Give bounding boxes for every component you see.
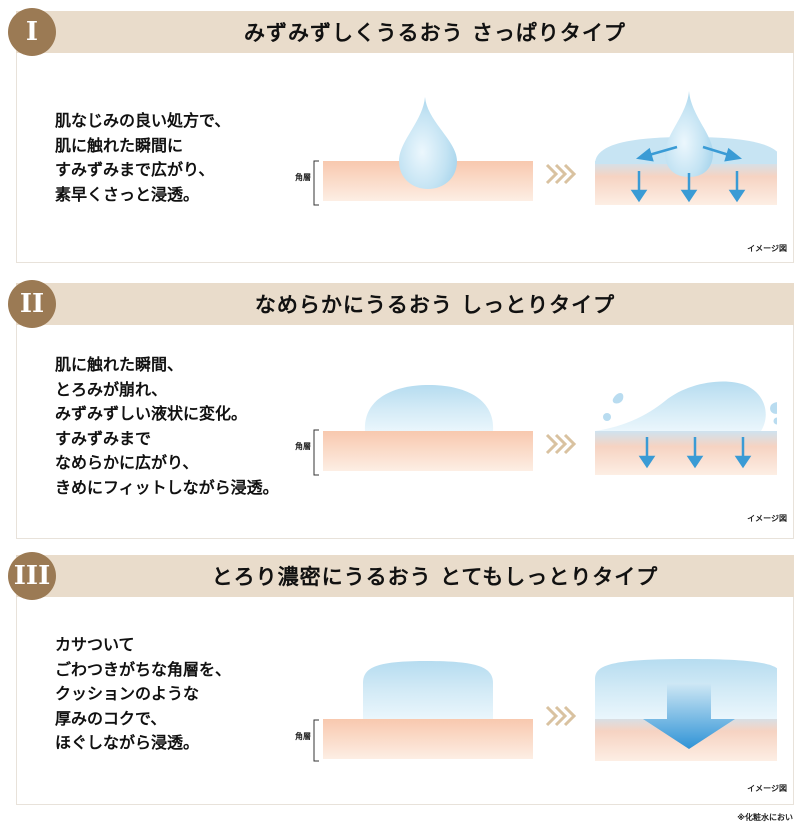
layer-bracket bbox=[313, 160, 319, 206]
panel-2-illustration: 角層 bbox=[295, 381, 777, 476]
panel-3-header: III とろり濃密にうるおう とてもしっとりタイプ bbox=[8, 552, 794, 600]
panel-2-line: なめらかに広がり、 bbox=[55, 453, 199, 472]
panel-2-line: とろみが崩れ、 bbox=[55, 379, 168, 399]
panel-1-title: みずみずしくうるおう さっぱりタイプ bbox=[244, 21, 626, 45]
gel-blob bbox=[364, 385, 494, 431]
thick-gel bbox=[363, 661, 493, 719]
panel-3-line: ほぐしながら浸透。 bbox=[55, 733, 200, 752]
water-drop bbox=[665, 91, 713, 177]
footnote: ※化粧水におい bbox=[737, 813, 793, 822]
layer-label: 角層 bbox=[295, 441, 311, 451]
panel-2-caption: イメージ図 bbox=[747, 514, 787, 523]
panel-3-line: 厚みのコクで、 bbox=[55, 708, 167, 728]
panel-3-body: カサついて ごわつきがちな角層を、 クッションのような 厚みのコクで、 ほぐしな… bbox=[16, 597, 794, 805]
splash-droplet bbox=[612, 393, 624, 404]
panel-1-line: 肌に触れた瞬間に bbox=[55, 135, 184, 155]
penetrate-arrows bbox=[638, 437, 752, 469]
splash-droplet bbox=[603, 413, 611, 421]
panel-2-line: きめにフィットしながら浸透。 bbox=[55, 477, 279, 497]
panel-1-description: 肌なじみの良い処方で、 肌に触れた瞬間に すみずみまで広がり、 素早くさっと浸透… bbox=[55, 109, 230, 207]
panel-3-line: ごわつきがちな角層を、 bbox=[55, 659, 232, 679]
panel-2-line: 肌に触れた瞬間、 bbox=[55, 355, 184, 374]
panel-2-line: みずみずしい液状に変化。 bbox=[55, 404, 248, 423]
layer-label: 角層 bbox=[295, 172, 311, 182]
spread-arrows bbox=[630, 145, 746, 203]
panel-1-numeral: I bbox=[8, 8, 56, 56]
panel-1-line: すみずみまで広がり、 bbox=[55, 160, 215, 179]
panel-2-header: II なめらかにうるおう しっとりタイプ bbox=[8, 280, 794, 328]
liquid-wave bbox=[595, 381, 766, 431]
splash-droplet bbox=[770, 402, 777, 414]
skin-layer bbox=[323, 431, 533, 471]
panel-2: II なめらかにうるおう しっとりタイプ 肌に触れた瞬間、 とろみが崩れ、 みず… bbox=[8, 280, 794, 539]
panel-3-description: カサついて ごわつきがちな角層を、 クッションのような 厚みのコクで、 ほぐしな… bbox=[55, 633, 231, 756]
panel-3-numeral: III bbox=[8, 552, 56, 600]
panel-2-line: すみずみまで bbox=[55, 428, 152, 448]
panel-1-caption: イメージ図 bbox=[747, 244, 787, 253]
splash-droplet bbox=[773, 417, 777, 425]
panel-1-illustration: 角層 bbox=[295, 91, 777, 206]
layer-bracket bbox=[313, 429, 319, 476]
panel-3-line: カサついて bbox=[55, 635, 135, 654]
arrow-down-icon bbox=[643, 683, 735, 749]
layer-bracket bbox=[313, 719, 319, 762]
panel-1-line: 素早くさっと浸透。 bbox=[55, 184, 200, 204]
panel-3-illustration: 角層 bbox=[295, 659, 777, 762]
panel-3-caption: イメージ図 bbox=[747, 784, 787, 793]
panel-2-title: なめらかにうるおう しっとりタイプ bbox=[254, 293, 616, 317]
skin-layer-wet bbox=[595, 431, 777, 475]
chevron-right-icon bbox=[545, 705, 577, 727]
panel-2-numeral: II bbox=[8, 280, 56, 328]
water-drop bbox=[399, 97, 457, 189]
panel-2-description: 肌に触れた瞬間、 とろみが崩れ、 みずみずしい液状に変化。 すみずみまで なめら… bbox=[55, 353, 279, 500]
panel-2-body: 肌に触れた瞬間、 とろみが崩れ、 みずみずしい液状に変化。 すみずみまで なめら… bbox=[16, 325, 794, 539]
panel-1-body: 肌なじみの良い処方で、 肌に触れた瞬間に すみずみまで広がり、 素早くさっと浸透… bbox=[16, 53, 794, 263]
panel-1-header: I みずみずしくうるおう さっぱりタイプ bbox=[8, 8, 794, 56]
panel-1-line: 肌なじみの良い処方で、 bbox=[55, 111, 231, 130]
layer-label: 角層 bbox=[295, 731, 311, 741]
panel-1: I みずみずしくうるおう さっぱりタイプ 肌なじみの良い処方で、 肌に触れた瞬間… bbox=[8, 8, 794, 263]
skin-layer bbox=[323, 719, 533, 759]
panel-3: III とろり濃密にうるおう とてもしっとりタイプ カサついて ごわつきがちな角… bbox=[8, 552, 794, 805]
panel-3-title: とろり濃密にうるおう とてもしっとりタイプ bbox=[211, 565, 659, 589]
chevron-right-icon bbox=[545, 433, 577, 455]
chevron-right-icon bbox=[545, 163, 577, 185]
panel-3-line: クッションのような bbox=[55, 684, 200, 703]
